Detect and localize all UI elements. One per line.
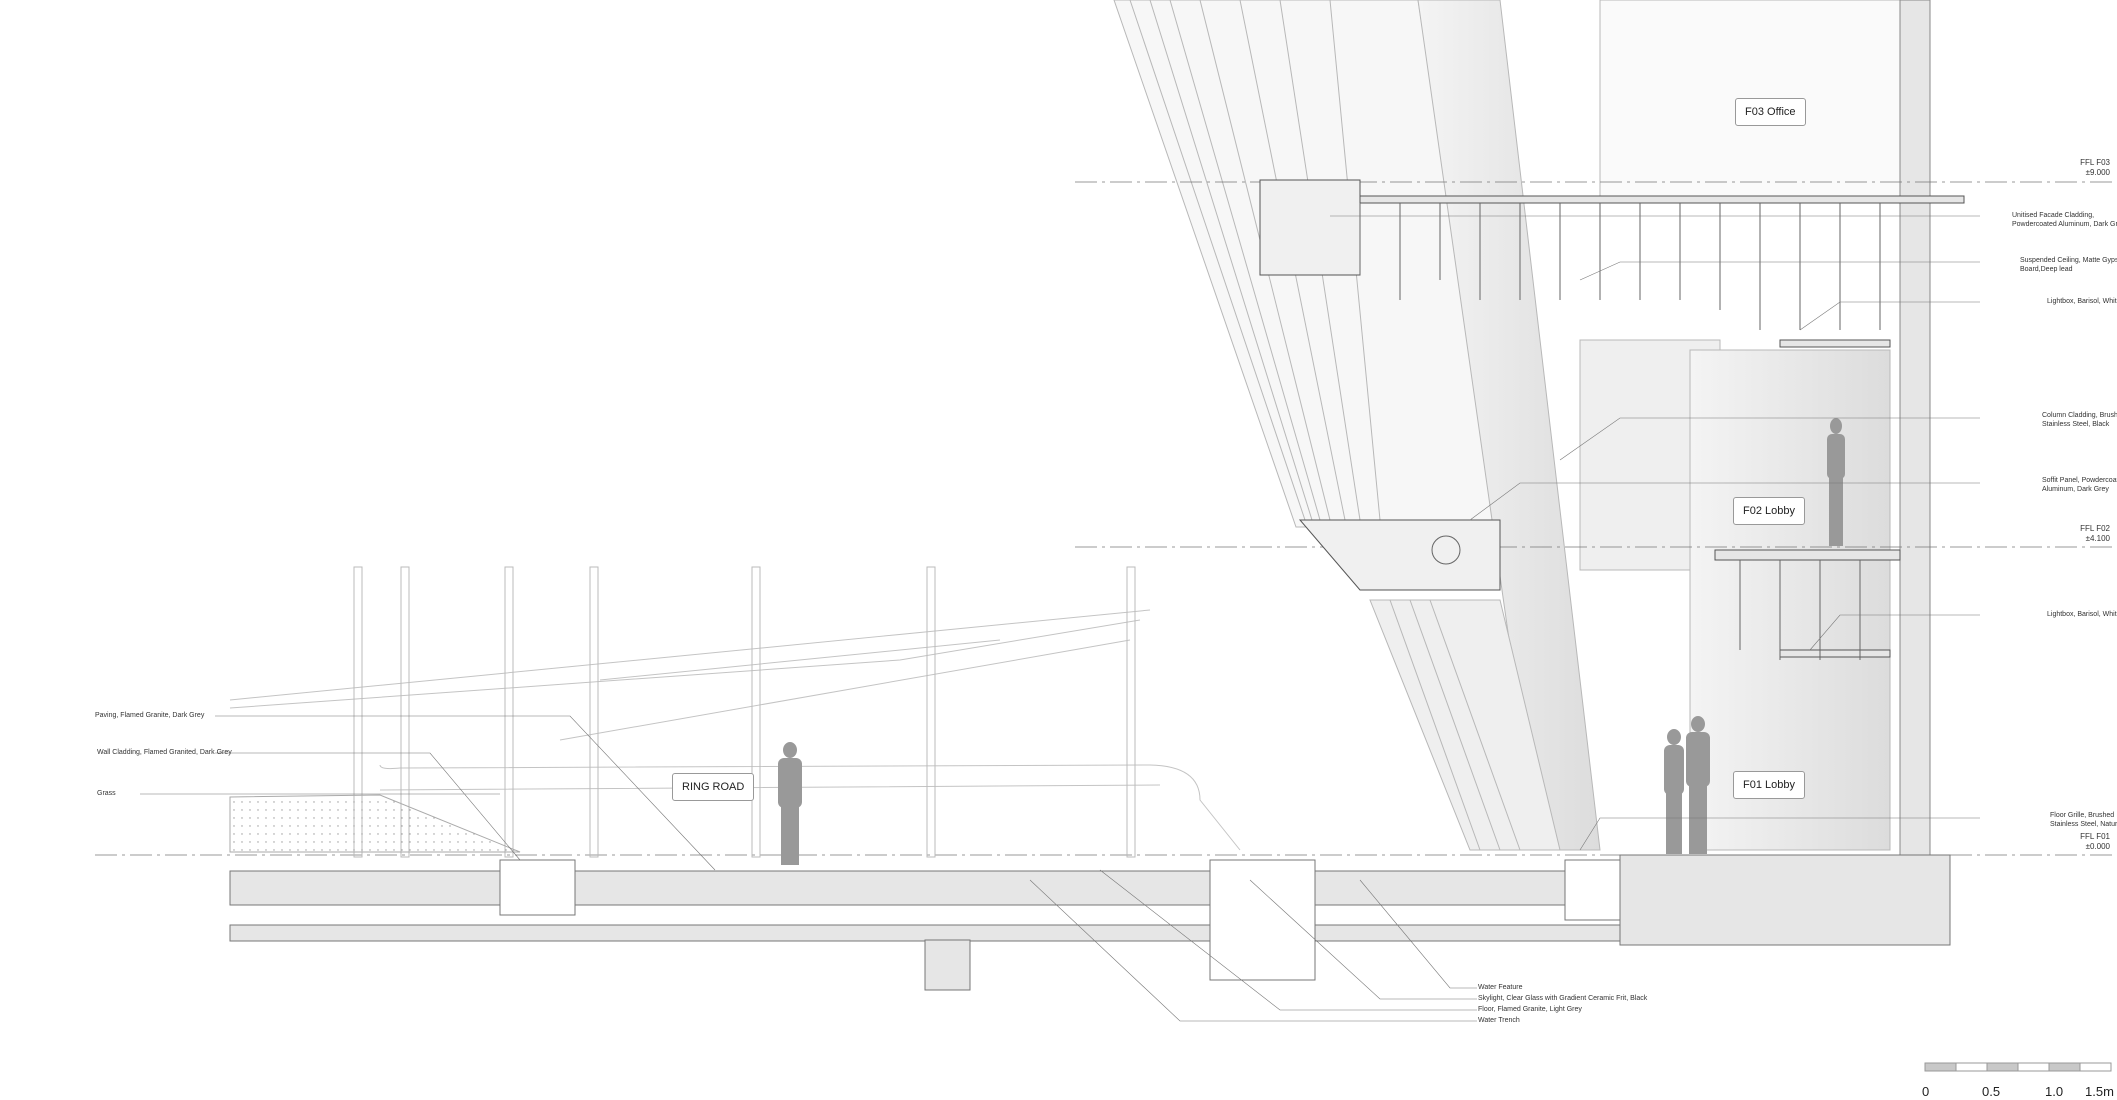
level-f01: FFL F01±0.000 (2080, 832, 2110, 852)
room-label-ring-road: RING ROAD (672, 773, 755, 801)
level-value: ±0.000 (2085, 842, 2110, 851)
room-label-f03: F03 Office (1735, 98, 1806, 126)
level-value: ±9.000 (2085, 168, 2110, 177)
label-wall-cladding: Wall Cladding, Flamed Granited, Dark Gre… (97, 749, 232, 756)
label-line: Powdercoated Aluminum, Dark Grey (2012, 220, 2117, 228)
floor-slabs (1259, 179, 1965, 658)
level-name: FFL F01 (2080, 832, 2110, 841)
level-value: ±4.100 (2085, 534, 2110, 543)
label-grass: Grass (97, 790, 116, 797)
label-line: Stainless Steel, Black (2042, 420, 2110, 428)
scale-bar (1924, 1062, 2112, 1072)
label-line: Lightbox, Barisol, White (2047, 611, 2117, 618)
label-lightbox-lower: Lightbox, Barisol, White (2047, 611, 2117, 620)
label-line: Stainless Steel, Natural (2050, 820, 2117, 828)
human-figures (778, 418, 1845, 865)
label-floor: Floor, Flamed Granite, Light Grey (1478, 1006, 1582, 1013)
scale-tick-0-5: 0.5 (1982, 1084, 2001, 1099)
label-line: Aluminum, Dark Grey (2042, 485, 2109, 493)
label-line: Lightbox, Barisol, White (2047, 298, 2117, 305)
level-name: FFL F02 (2080, 524, 2110, 533)
level-f03: FFL F03±9.000 (2080, 158, 2110, 178)
canopy (229, 566, 1241, 858)
level-name: FFL F03 (2080, 158, 2110, 167)
room-label-f02: F02 Lobby (1733, 497, 1805, 525)
label-suspended-ceiling: Suspended Ceiling, Matte GypsumBoard,Dee… (2020, 257, 2117, 274)
core-wall (1899, 0, 1931, 856)
level-f02: FFL F02±4.100 (2080, 524, 2110, 544)
label-line: Suspended Ceiling, Matte Gypsum (2020, 257, 2117, 264)
grass (229, 794, 521, 853)
label-line: Board,Deep lead (2020, 265, 2073, 273)
label-lightbox-upper: Lightbox, Barisol, White (2047, 298, 2117, 307)
label-water-trench: Water Trench (1478, 1017, 1520, 1024)
label-line: Column Cladding, Brushed (2042, 412, 2117, 419)
scale-tick-1-0: 1.0 (2045, 1084, 2064, 1099)
label-facade-cladding: Unitised Facade Cladding,Powdercoated Al… (2012, 212, 2117, 229)
label-line: Unitised Facade Cladding, (2012, 212, 2095, 219)
scale-tick-0: 0 (1922, 1084, 1930, 1099)
label-water-feature: Water Feature (1478, 984, 1523, 991)
room-label-f01: F01 Lobby (1733, 771, 1805, 799)
scale-tick-1-5: 1.5m (2085, 1084, 2114, 1099)
building-facade (1113, 0, 1901, 851)
ground-slab (229, 854, 1951, 991)
label-line: Soffit Panel, Powdercoated (2042, 477, 2117, 484)
label-skylight: Skylight, Clear Glass with Gradient Cera… (1478, 995, 1648, 1002)
label-line: Floor Grille, Brushed (2050, 812, 2115, 819)
label-paving: Paving, Flamed Granite, Dark Grey (95, 712, 205, 719)
